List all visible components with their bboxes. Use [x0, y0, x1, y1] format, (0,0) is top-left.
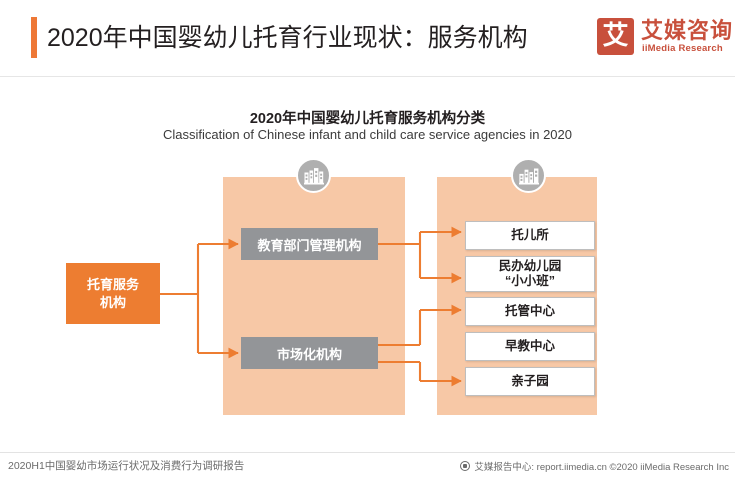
logo-mark: 艾 [597, 18, 634, 55]
slide-header: 2020年中国婴幼儿托育行业现状：服务机构 艾 艾媒咨询 iiMedia Res… [0, 0, 735, 78]
leaf-node-parent-child-garden[interactable]: 亲子园 [465, 367, 595, 396]
brand-logo: 艾 艾媒咨询 iiMedia Research [597, 18, 732, 58]
root-node-childcare-agency[interactable]: 托育服务 机构 [66, 263, 160, 324]
chart-title-cn: 2020年中国婴幼儿托育服务机构分类 [249, 111, 486, 127]
leaf-node-private-kindergarten-toddler-class[interactable]: 民办幼儿园 “小小班” [465, 256, 595, 292]
logo-name-en: iiMedia Research [642, 43, 723, 54]
leaf-node-early-education-center[interactable]: 早教中心 [465, 332, 595, 361]
node-government-managed-agency[interactable]: 教育部门管理机构 [241, 228, 378, 260]
leaf-node-parent-child-garden-label: 亲子园 [511, 374, 549, 388]
node-market-based-agency[interactable]: 市场化机构 [241, 337, 378, 369]
title-accent-bar [31, 17, 37, 58]
header-divider [0, 76, 735, 77]
city-buildings-icon [511, 158, 546, 193]
leaf-node-childcare-center[interactable]: 托管中心 [465, 297, 595, 326]
leaf-node-nursery[interactable]: 托儿所 [465, 221, 595, 250]
footer-report-name: 2020H1中国婴幼市场运行状况及消费行为调研报告 [8, 460, 245, 472]
leaf-node-nursery-label: 托儿所 [511, 228, 549, 242]
node-market-based-agency-label: 市场化机构 [276, 346, 342, 362]
report-center-icon [460, 461, 471, 471]
footer-attribution-text: 艾媒报告中心: report.iimedia.cn ©2020 iiMedia … [474, 462, 729, 473]
footer-divider [0, 452, 735, 453]
footer-attribution: 艾媒报告中心: report.iimedia.cn ©2020 iiMedia … [460, 459, 729, 473]
group-panel-government [223, 177, 405, 415]
logo-name-cn: 艾媒咨询 [641, 18, 734, 43]
page-title: 2020年中国婴幼儿托育行业现状：服务机构 [47, 24, 528, 52]
node-government-managed-agency-label: 教育部门管理机构 [257, 237, 362, 253]
logo-mark-glyph: 艾 [602, 21, 629, 51]
institution-building-icon [296, 158, 331, 193]
root-node-label: 托育服务 机构 [86, 276, 139, 310]
leaf-node-private-kindergarten-toddler-class-label: 民办幼儿园 “小小班” [498, 259, 562, 288]
leaf-node-childcare-center-label: 托管中心 [504, 304, 555, 318]
leaf-node-early-education-center-label: 早教中心 [504, 339, 555, 353]
chart-title-en: Classification of Chinese infant and chi… [162, 127, 572, 142]
